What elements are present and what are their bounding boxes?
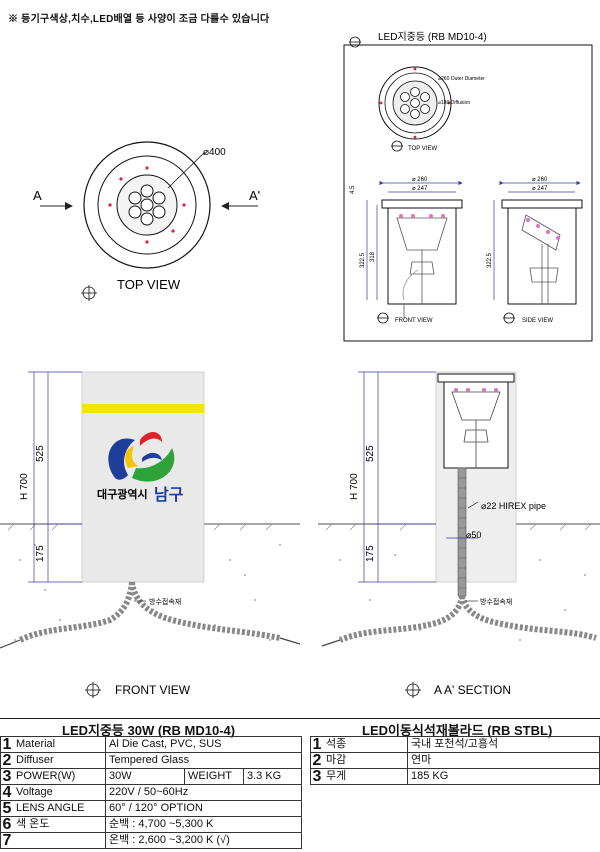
section-dim-525: 525 [365, 445, 376, 462]
detail-side-dim-3225: 322.5 [487, 252, 493, 268]
header-note: ※ 등기구색상,치수,LED배열 등 사양이 조금 다를수 있습니다 [8, 14, 270, 25]
section-dim-h700: H 700 [349, 473, 360, 500]
section-dim-175: 175 [365, 545, 376, 562]
table-row: 5 LENS ANGLE 60° / 120° OPTION [0, 800, 302, 817]
section-pipe-dim: ⌀50 [466, 530, 481, 540]
section-view-label: A A' SECTION [434, 683, 511, 697]
row-value: Al Die Cast, PVC, SUS [105, 736, 302, 753]
row-value: 60° / 120° OPTION [105, 800, 302, 817]
drawing-canvas: ⌀400 A A' TOP VIEW [0, 31, 600, 698]
detail-side-dim-247: ⌀ 247 [532, 186, 548, 192]
row-value: 순백 : 4,700 ~5,300 K [105, 816, 302, 833]
detail-top-view-label: TOP VIEW [408, 146, 437, 152]
row-label: 석종 [323, 736, 408, 753]
table-row: 1 석종 국내 포천석/고흥석 [310, 736, 600, 753]
top-view-label: TOP VIEW [117, 277, 181, 292]
row-value: 연마 [407, 752, 600, 769]
row-label: LENS ANGLE [13, 800, 106, 817]
table-row: 3 POWER(W) 30W WEIGHT 3.3 KG [0, 768, 302, 785]
detail-diffuser: ⌀180 Diffusion [438, 100, 470, 106]
row-number: 6 [0, 816, 13, 833]
section-pipe-note: ⌀22 HIREX pipe [481, 501, 546, 511]
row-label: 마감 [323, 752, 408, 769]
front-view-drawing [0, 371, 301, 698]
row-value: 220V / 50~60Hz [105, 784, 302, 801]
detail-front-view-label: FRONT VIEW [395, 318, 433, 324]
row-value: 185 KG [407, 768, 600, 785]
table-row: 3 무게 185 KG [310, 768, 600, 785]
spec-left-table: 1 Material Al Die Cast, PVC, SUS 2 Diffu… [0, 736, 302, 849]
row-label: 무게 [323, 768, 408, 785]
logo-text-small: 대구광역시 [97, 487, 148, 501]
table-row: 4 Voltage 220V / 50~60Hz [0, 784, 302, 801]
section-view-drawing [318, 371, 600, 698]
table-row: 6 색 온도 순백 : 4,700 ~5,300 K [0, 816, 302, 833]
logo-text-big: 남구 [154, 486, 184, 504]
detail-side-dim-260: ⌀ 260 [532, 177, 548, 183]
front-waterproof-note: 방수접속재 [149, 597, 181, 606]
detail-front-dim-247: ⌀ 247 [412, 186, 428, 192]
section-waterproof-note: 방수접속재 [480, 597, 512, 606]
spec-right-title: LED이동식석재볼라드 (RB STBL) [362, 723, 553, 738]
row-label: Voltage [13, 784, 106, 801]
row-label: Diffuser [13, 752, 106, 769]
row-number: 2 [0, 752, 13, 769]
table-row: 2 마감 연마 [310, 752, 600, 769]
detail-panel [343, 36, 593, 342]
row-number: 7 [0, 832, 13, 849]
section-mark-a: A [33, 188, 42, 203]
spec-right-table: 1 석종 국내 포천석/고흥석 2 마감 연마 3 무게 185 KG [310, 736, 600, 785]
row-number: 3 [310, 768, 323, 785]
row-number: 2 [310, 752, 323, 769]
detail-front-dim-260: ⌀ 260 [412, 177, 428, 183]
table-row: 7 온백 : 2,600 ~3,200 K (√) [0, 832, 302, 849]
row-label: Material [13, 736, 106, 753]
row-label [13, 832, 106, 849]
section-mark-a-prime: A' [249, 188, 260, 203]
row-value: Tempered Glass [105, 752, 302, 769]
row-label: POWER(W) [13, 768, 106, 785]
front-dim-525: 525 [35, 445, 46, 462]
district-logo [108, 431, 175, 482]
row-value: 국내 포천석/고흥석 [407, 736, 600, 753]
top-view-diameter: ⌀400 [203, 147, 226, 158]
top-view-drawing [40, 141, 258, 301]
table-row: 2 Diffuser Tempered Glass [0, 752, 302, 769]
row-number: 5 [0, 800, 13, 817]
row-value-2: 3.3 KG [243, 768, 302, 785]
spec-left-title: LED지중등 30W (RB MD10-4) [62, 723, 236, 738]
table-row: 1 Material Al Die Cast, PVC, SUS [0, 736, 302, 753]
row-label: 색 온도 [13, 816, 106, 833]
row-number: 3 [0, 768, 13, 785]
row-number: 1 [0, 736, 13, 753]
detail-side-view-label: SIDE VIEW [522, 318, 553, 324]
front-dim-h700: H 700 [19, 473, 30, 500]
detail-front-dim-318: 318 [370, 251, 376, 262]
row-label-2: WEIGHT [184, 768, 244, 785]
front-dim-175: 175 [35, 545, 46, 562]
front-view-label: FRONT VIEW [115, 683, 191, 697]
detail-front-dim-3225: 322.5 [360, 252, 366, 268]
detail-outer-diameter: ⌀260 Outer Diameter [438, 76, 485, 82]
row-value: 30W [105, 768, 185, 785]
row-number: 1 [310, 736, 323, 753]
row-value: 온백 : 2,600 ~3,200 K (√) [105, 832, 302, 849]
row-number: 4 [0, 784, 13, 801]
detail-panel-title: LED지중등 (RB MD10-4) [378, 31, 487, 43]
spec-section: LED지중등 30W (RB MD10-4) LED이동식석재볼라드 (RB S… [0, 718, 600, 852]
detail-dim-45: 4.5 [350, 185, 356, 194]
